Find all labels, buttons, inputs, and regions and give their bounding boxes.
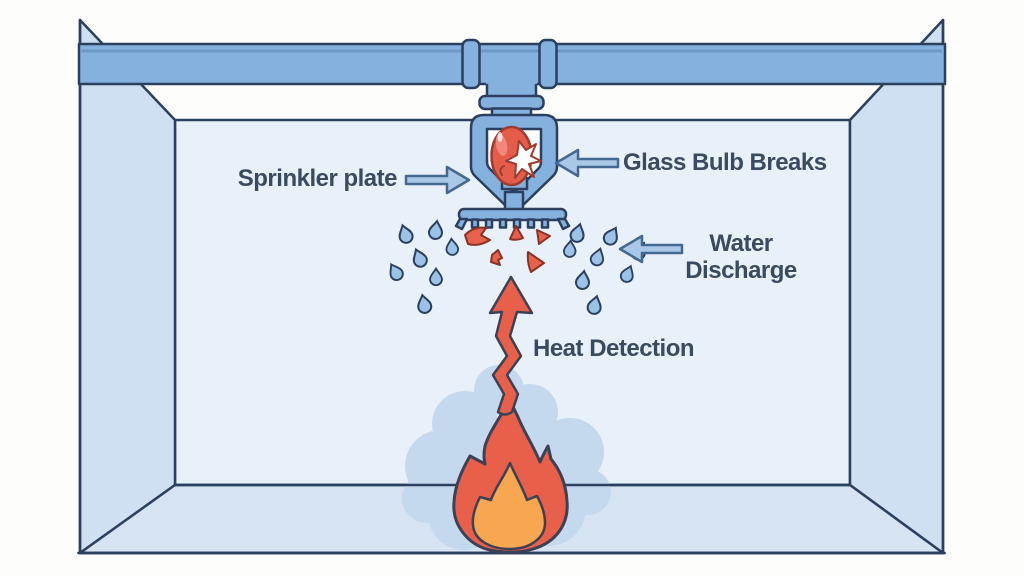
- label-water-discharge: Water Discharge: [680, 230, 802, 284]
- glass-shard-icon: [536, 229, 551, 245]
- label-water-discharge-line2: Discharge: [685, 257, 797, 284]
- label-heat-detection: Heat Detection: [533, 335, 695, 362]
- glass-shard-icon: [509, 225, 524, 241]
- pipe-coupling-left: [461, 38, 481, 90]
- left-arrow-icon: [554, 148, 620, 178]
- right-wall: [848, 18, 945, 555]
- flame-icon: [452, 398, 569, 554]
- heat-arrow-icon: [488, 275, 534, 416]
- glass-shard-icon: [490, 249, 503, 266]
- bulb-break-star: [505, 140, 542, 179]
- left-arrow-icon: [618, 234, 684, 264]
- glass-shard-icon: [464, 226, 491, 246]
- flame-inner: [471, 461, 547, 551]
- deflector-plate-icon: [454, 207, 571, 231]
- glass-bulb-icon: [490, 125, 542, 187]
- left-wall: [78, 18, 177, 555]
- label-sprinkler-plate: Sprinkler plate: [237, 165, 398, 192]
- pipe-coupling-right: [538, 38, 558, 90]
- tee-collar: [478, 94, 545, 111]
- label-glass-bulb-breaks: Glass Bulb Breaks: [623, 149, 827, 176]
- glass-shards: [464, 225, 551, 273]
- glass-shard-icon: [526, 251, 545, 273]
- tee-junction: [461, 38, 558, 123]
- label-water-discharge-line1: Water: [709, 230, 773, 257]
- pipe: [77, 38, 947, 123]
- sprinkler-head-icon: [454, 113, 571, 231]
- right-arrow-icon: [404, 165, 471, 195]
